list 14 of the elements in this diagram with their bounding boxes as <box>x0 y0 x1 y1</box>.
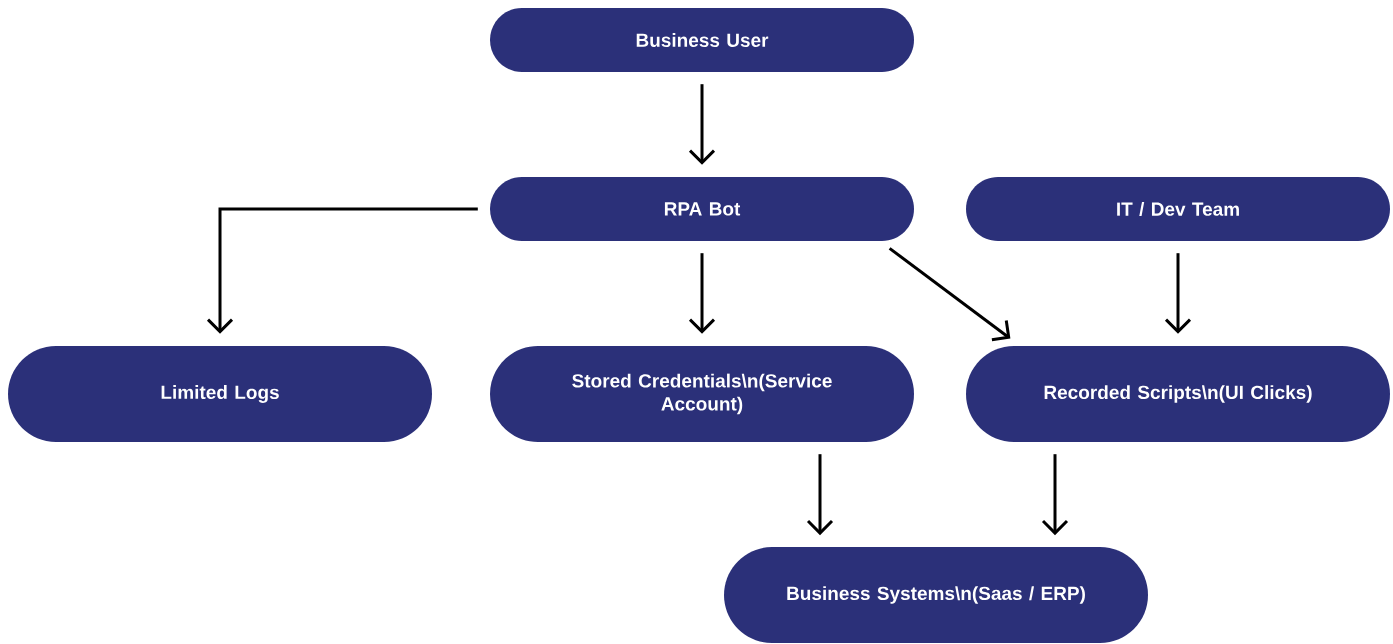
process-box: Business User <box>490 8 914 72</box>
process-box: Business Systems\n(Saas / ERP) <box>724 547 1148 643</box>
arrow <box>806 454 834 536</box>
process-box: Stored Credentials\n(Service Account) <box>490 346 914 442</box>
process-box: Limited Logs <box>8 346 432 442</box>
process-box: Recorded Scripts\n(UI Clicks) <box>966 346 1390 442</box>
arrow <box>688 84 716 165</box>
process-box: RPA Bot <box>490 177 914 241</box>
arrow <box>688 253 716 334</box>
arrow <box>1164 253 1192 334</box>
arrow <box>206 207 478 334</box>
arrow <box>1041 454 1069 536</box>
process-box: IT / Dev Team <box>966 177 1390 241</box>
arrow <box>888 247 1011 342</box>
